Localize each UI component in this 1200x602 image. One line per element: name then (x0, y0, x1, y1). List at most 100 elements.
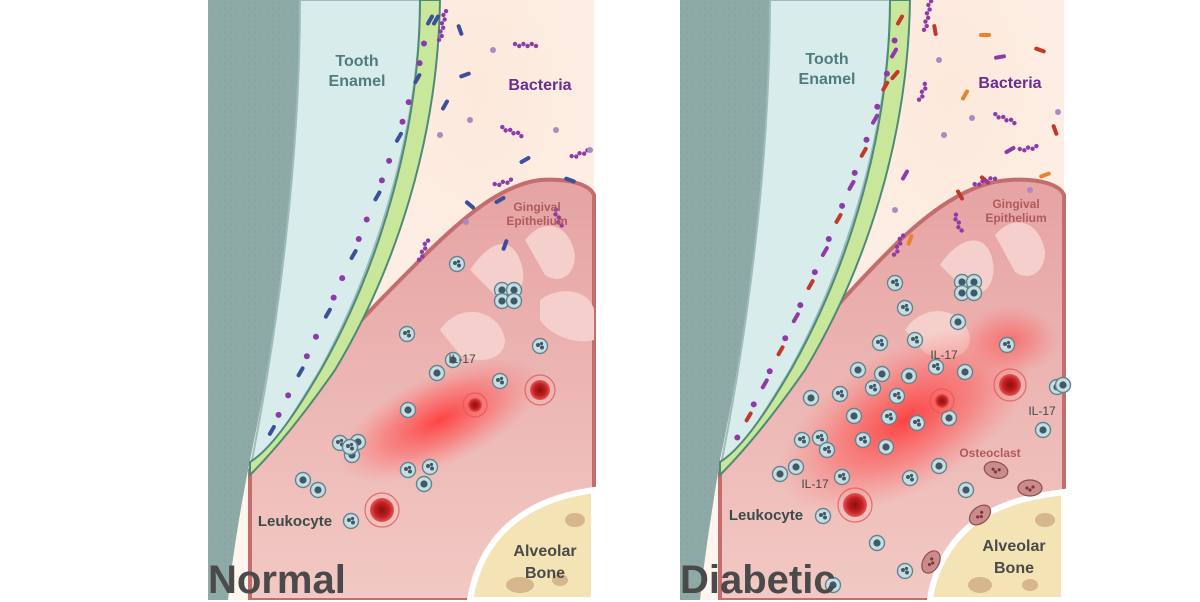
leukocyte-cell (849, 361, 867, 379)
bacterium-rod (776, 345, 785, 357)
bacterium-coccus (851, 169, 858, 176)
bacterium-coccus (399, 118, 406, 125)
bacterium-chain (500, 124, 524, 139)
bacterium-rod (932, 24, 938, 36)
leukocyte-cell (399, 401, 417, 419)
neutrophil-cell (833, 468, 851, 486)
leukocyte-cell (900, 367, 918, 385)
bacterium-rod (890, 69, 900, 81)
bacterium-coccus (587, 147, 593, 153)
leukocyte-cell (787, 458, 805, 476)
bacterium-rod (501, 239, 509, 251)
neutrophil-cell (927, 358, 945, 376)
neutrophil-cell (531, 337, 549, 355)
bacterium-coccus (339, 275, 346, 282)
bacterium-coccus (941, 132, 947, 138)
bacterium-rod (791, 312, 800, 324)
leukocyte-cell (956, 363, 974, 381)
bacterium-rod (906, 234, 914, 246)
bacterium-rod (349, 249, 358, 261)
bacterium-rod (564, 176, 576, 184)
bacterium-chain (553, 207, 564, 228)
inflammatory-cell (524, 374, 556, 406)
tooth-enamel-label: Tooth (335, 53, 378, 70)
bacterium-rod (979, 33, 991, 37)
bacterium-rod (847, 179, 856, 191)
bacterium-rod (1004, 145, 1016, 154)
bacterium-coccus (420, 40, 427, 47)
leukocyte-cell (877, 438, 895, 456)
bacterium-coccus (1055, 109, 1061, 115)
leukocyte-label: Leukocyte (258, 513, 332, 530)
leukocyte-cell (415, 475, 433, 493)
bacterium-rod (394, 131, 403, 143)
il17-label: IL-17 (801, 477, 829, 491)
bacterium-rod (956, 189, 964, 201)
bacterium-coccus (355, 236, 362, 242)
neutrophil-cell (906, 331, 924, 349)
bacterium-chain (416, 238, 431, 262)
bacterium-coccus (825, 236, 832, 242)
bacterium-rod (464, 200, 476, 210)
neutrophil-cell (854, 431, 872, 449)
alveolar-bone-label: Alveolar (513, 543, 576, 560)
bacterium-rod (859, 146, 868, 158)
bacterium-chain (512, 41, 539, 49)
neutrophil-cell (896, 562, 914, 580)
bacterium-coccus (969, 115, 975, 121)
bacterium-rod (871, 113, 880, 125)
leukocyte-label: Leukocyte (729, 507, 803, 524)
alveolar-bone-label-line2: Bone (994, 560, 1034, 577)
neutrophil-cell (811, 429, 829, 447)
bacterium-rod (373, 190, 382, 202)
bacterium-rod (1051, 124, 1059, 136)
bacterium-rod (519, 156, 531, 165)
labels-diabetic: Tooth Enamel Bacteria Gingival Epitheliu… (729, 51, 1056, 577)
gingival-epithelium-label: Gingival (513, 200, 560, 214)
bacterium-rod (1039, 171, 1051, 179)
bacterium-coccus (782, 335, 789, 342)
leukocyte-cell (771, 465, 789, 483)
bacterium-rod (961, 89, 969, 101)
bacteria-label: Bacteria (508, 77, 571, 94)
bacterium-coccus (463, 219, 469, 225)
neutrophil-cell (814, 507, 832, 525)
bacterium-rod (820, 246, 829, 258)
bacterium-coccus (891, 37, 898, 44)
leukocyte-cell (428, 364, 446, 382)
inflammatory-cell (929, 388, 955, 414)
neutrophil-cell (342, 512, 360, 530)
bacterium-rod (744, 411, 753, 423)
neutrophil-cell (998, 336, 1016, 354)
panel-normal (208, 0, 597, 600)
osteoclast-cell (968, 504, 992, 526)
bacterium-rod (896, 14, 904, 26)
neutrophil-cell (818, 441, 836, 459)
bacterium-coccus (330, 294, 337, 301)
bacterium-coccus (892, 207, 898, 213)
bacterium-rod (1034, 46, 1046, 54)
gingival-epithelium-label-line2: Epithelium (985, 211, 1046, 225)
leukocyte-cell (493, 292, 511, 310)
alveolar-bone-label-line2: Bone (525, 565, 565, 582)
bacterium-coccus (734, 434, 741, 441)
bacterium-rod (494, 195, 506, 204)
bacterium-coccus (405, 99, 412, 106)
bacteria-label: Bacteria (978, 75, 1041, 92)
bacterium-chain (1017, 143, 1039, 153)
bacterium-coccus (839, 202, 846, 209)
neutrophil-cell (398, 325, 416, 343)
il17-label: IL-17 (930, 348, 958, 362)
inflammatory-cell (364, 492, 400, 528)
alveolar-bone (466, 486, 597, 600)
leukocyte-cell (873, 365, 891, 383)
neutrophil-cell (421, 458, 439, 476)
bacterium-chain (921, 0, 934, 33)
leukocyte-cell (930, 457, 948, 475)
bacterium-coccus (766, 368, 773, 375)
neutrophil-cell (880, 408, 898, 426)
alveolar-bone-label: Alveolar (982, 538, 1045, 555)
bacterium-rod (459, 71, 471, 79)
neutrophil-cell (908, 414, 926, 432)
bacterium-rod (834, 212, 843, 224)
